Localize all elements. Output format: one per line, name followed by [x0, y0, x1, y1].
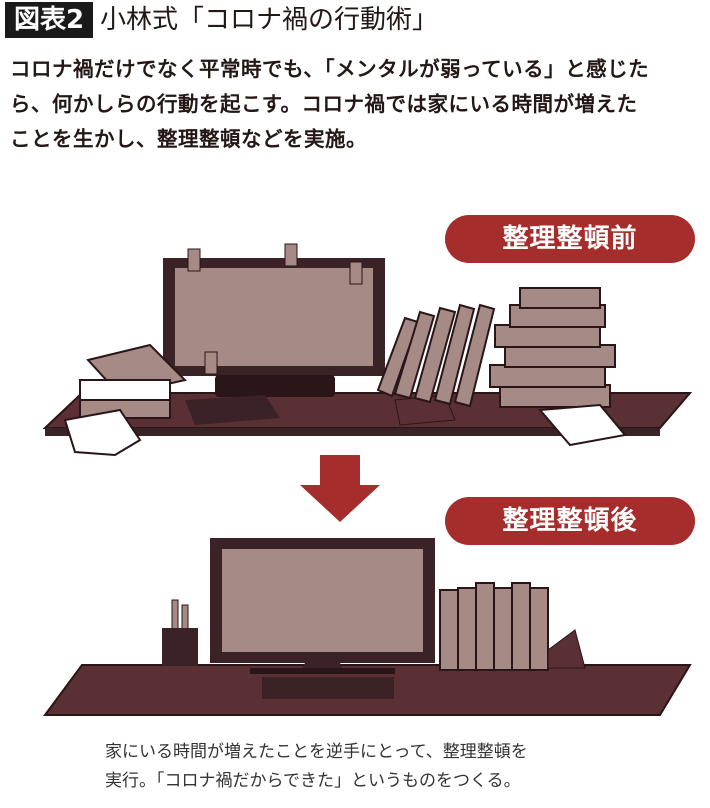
book [511, 582, 531, 671]
book [489, 364, 606, 388]
scattered-paper [63, 408, 142, 457]
monitor-after-base [250, 668, 395, 674]
monitor-before-base [215, 375, 335, 397]
pen [181, 604, 189, 631]
figure-title: 小林式「コロナ禍の行動術」 [100, 5, 439, 35]
book [393, 310, 436, 400]
book [499, 384, 611, 408]
intro-text: コロナ禍だけでなく平常時でも、「メンタルが弱っている」と感じた ら、何かしらの行… [10, 52, 710, 157]
pen-holder [162, 599, 198, 666]
sticky-note [284, 243, 298, 267]
before-badge: 整理整頓前 [445, 215, 695, 263]
book [529, 587, 549, 671]
sticky-note [187, 248, 201, 272]
intro-line: ら、何かしらの行動を起こす。コロナ禍では家にいる時間が増えた [10, 92, 638, 116]
book [504, 344, 616, 368]
book [519, 287, 601, 309]
bookend [547, 629, 586, 669]
sticky-note [204, 351, 218, 375]
book [475, 582, 495, 671]
book [494, 324, 601, 348]
arrow-down-icon [300, 455, 380, 522]
scattered-paper [537, 403, 627, 447]
pen-cup [162, 628, 198, 666]
caption: 家にいる時間が増えたことを逆手にとって、整理整頓を 実行。「コロナ禍だからできた… [105, 738, 528, 796]
monitor-after-screen [222, 549, 423, 652]
book [413, 306, 457, 404]
monitor-before-screen [175, 268, 373, 366]
keyboard-after [262, 677, 394, 699]
leaning-books [376, 303, 496, 408]
caption-line: 実行。「コロナ禍だからできた」というものをつくる。 [105, 771, 521, 791]
figure-tag: 図表2 [5, 2, 93, 38]
book [493, 587, 513, 671]
book [453, 303, 496, 408]
bookshelf-books [439, 582, 549, 671]
intro-line: コロナ禍だけでなく平常時でも、「メンタルが弱っている」と感じた [10, 57, 650, 81]
book-pile-right [489, 287, 616, 408]
pen [171, 599, 179, 631]
before-scene [42, 243, 693, 457]
caption-line: 家にいる時間が増えたことを逆手にとって、整理整頓を [105, 742, 528, 762]
book [457, 587, 477, 671]
desk-before-edge [45, 428, 660, 436]
intro-line: ことを生かし、整理整頓などを実施。 [10, 127, 367, 151]
book [79, 379, 171, 403]
after-badge: 整理整頓後 [445, 497, 695, 545]
after-scene [43, 538, 692, 716]
book [433, 303, 476, 406]
sticky-note [349, 261, 363, 285]
book [439, 589, 459, 671]
keyboard-before [185, 395, 280, 425]
